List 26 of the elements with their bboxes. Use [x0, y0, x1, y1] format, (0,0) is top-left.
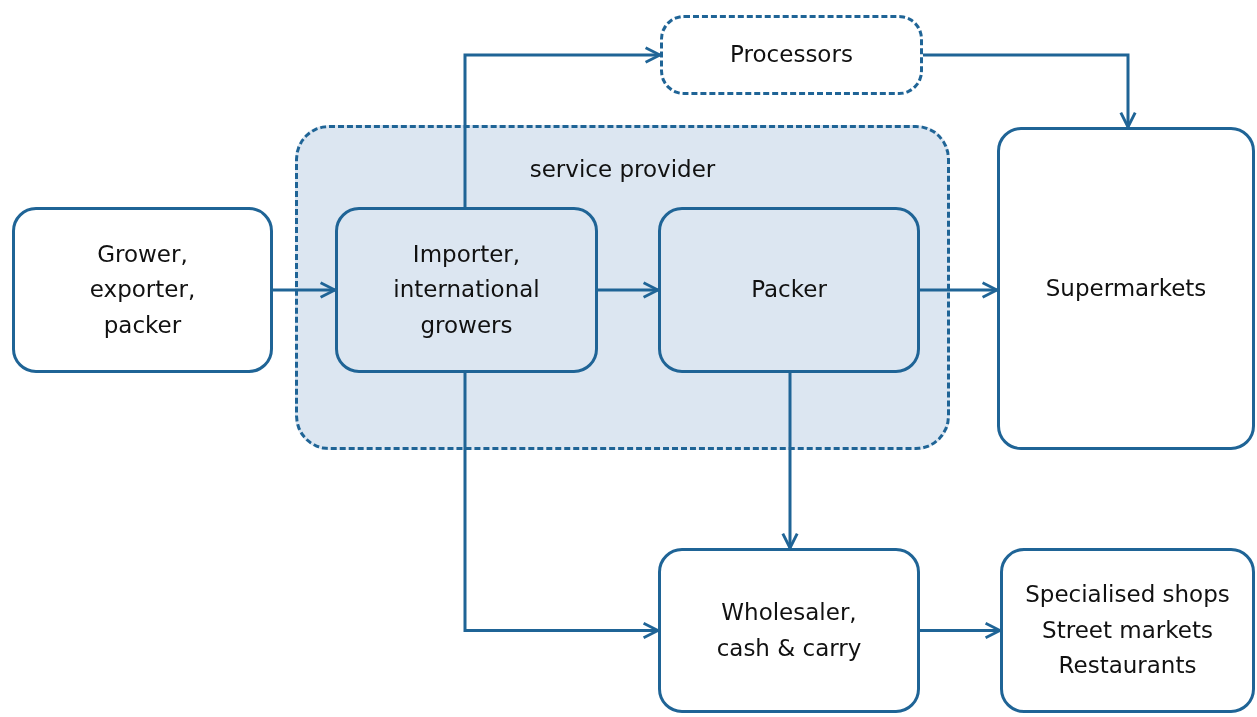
node-label: Supermarkets [1045, 273, 1207, 303]
arrow [920, 281, 999, 299]
group-container [295, 125, 950, 450]
arrow [463, 46, 662, 207]
node-label: Restaurants [1058, 651, 1197, 681]
node-label: Importer, international growers [392, 239, 541, 340]
node-label: Grower, exporter, packer [88, 239, 197, 340]
process-box [335, 207, 598, 373]
arrow [463, 373, 660, 640]
group-label: service provider [529, 156, 716, 184]
node-label: Street markets [1042, 615, 1213, 645]
process-box [12, 207, 273, 373]
process-box [1000, 548, 1255, 713]
process-box [658, 548, 920, 713]
node-label: Packer [751, 275, 827, 305]
arrow [920, 621, 1002, 640]
process-box [658, 207, 920, 373]
node-label: Processors [730, 40, 853, 70]
arrow [273, 281, 337, 299]
process-box [997, 127, 1255, 450]
arrow [598, 281, 660, 299]
arrow [781, 373, 799, 550]
node-label: Specialised shops [1025, 580, 1230, 610]
process-box [660, 15, 923, 95]
node-label: Wholesaler, cash & carry [715, 597, 863, 663]
arrow [923, 53, 1137, 129]
